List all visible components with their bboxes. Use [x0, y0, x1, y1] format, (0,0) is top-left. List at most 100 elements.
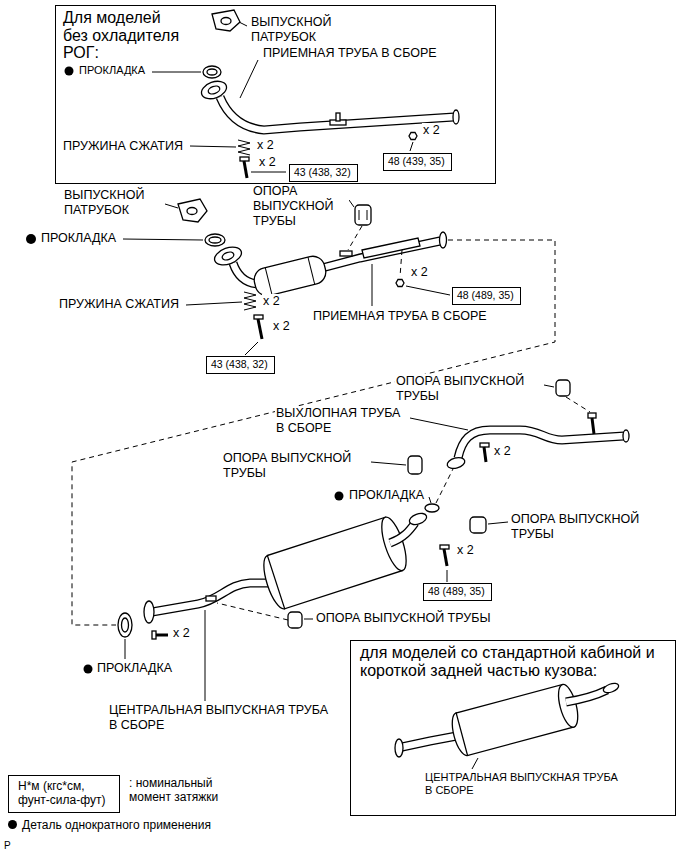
legend-entry: Деталь однократного применения: [8, 818, 211, 832]
part-label: ОПОРА ВЫПУСКНОЙ ТРУБЫ: [315, 611, 492, 626]
front-pipe: [355, 205, 371, 225]
center-pipe: [470, 517, 486, 533]
quantity-label: x 2: [172, 626, 191, 641]
alt-center-pipe: [402, 735, 462, 747]
legend-text: Деталь однократного применения: [22, 818, 211, 832]
alt-front-pipe: [240, 60, 258, 98]
alt-front-pipe: [336, 113, 340, 121]
front-pipe: [221, 251, 235, 262]
front-pipe: [367, 210, 368, 220]
part-label: ВЫПУСКНОЙ ПАТРУБОК: [63, 188, 165, 218]
frame-heading: для моделей со стандартной кабиной и кор…: [360, 644, 672, 679]
front-pipe: [440, 232, 447, 248]
front-pipe: [265, 268, 272, 295]
center-pipe: [152, 631, 156, 639]
torque-value: 48 (489, 35): [457, 289, 516, 302]
quantity-label: x 2: [262, 294, 281, 309]
front-pipe: [178, 199, 207, 222]
part-label: ПРОКЛАДКА: [96, 661, 173, 676]
tail-pipe: [544, 385, 554, 387]
center-pipe: [205, 610, 206, 701]
center-pipe: [371, 462, 406, 465]
tail-pipe: [458, 430, 624, 458]
part-label: ЦЕНТРАЛЬНАЯ ВЫПУСКНАЯ ТРУБА В СБОРЕ: [424, 771, 626, 797]
alt-center-pipe: [472, 758, 478, 769]
tail-pipe: [623, 430, 629, 442]
part-label: ВЫХЛОПНАЯ ТРУБА В СБОРЕ: [275, 406, 408, 436]
front-pipe: [252, 254, 329, 299]
center-pipe: [84, 665, 93, 674]
tail-pipe: [592, 418, 594, 434]
alt-front-pipe: [238, 140, 250, 155]
front-pipe: [362, 238, 420, 258]
alt-front-pipe: [65, 67, 74, 76]
alt-center-pipe: [402, 735, 462, 747]
part-label: ПРИЕМНАЯ ТРУБА В СБОРЕ: [312, 309, 488, 324]
front-pipe: [372, 264, 373, 306]
center-pipe: [488, 522, 508, 524]
center-pipe: [156, 634, 168, 637]
alt-center-pipe: [456, 685, 574, 756]
center-pipe: [259, 514, 411, 611]
quantity-label: x 2: [422, 123, 441, 138]
alt-front-pipe: [239, 22, 247, 26]
front-pipe: [245, 342, 258, 355]
front-pipe: [359, 210, 360, 220]
torque-value: 48 (489, 35): [428, 585, 487, 598]
front-pipe: [212, 244, 244, 269]
alt-front-pipe: [409, 133, 417, 140]
front-pipe: [123, 239, 203, 240]
part-label: ПРОКЛАДКА: [40, 231, 117, 246]
front-pipe: [205, 234, 225, 246]
alt-front-pipe: [190, 146, 236, 147]
tail-pipe: [410, 418, 468, 430]
legend-key: Н*м (кгс*см, фунт-сила-фут): [18, 779, 108, 808]
front-pipe: [187, 208, 197, 215]
alt-front-pipe: [199, 78, 229, 102]
center-pipe: [288, 612, 302, 628]
tail-pipe: [588, 413, 596, 418]
front-pipe: [258, 319, 262, 339]
front-pipe: [348, 226, 362, 250]
center-pipe: [436, 469, 453, 503]
torque-value: 43 (438, 32): [211, 358, 270, 371]
center-pipe: [444, 549, 447, 566]
quantity-label: x 2: [272, 319, 291, 334]
center-pipe: [390, 523, 415, 543]
center-pipe: [440, 545, 449, 549]
front-pipe: [400, 250, 402, 277]
part-label: ПРОКЛАДКА: [78, 64, 146, 77]
part-label: ПРОКЛАДКА: [348, 488, 425, 503]
quantity-label: x 2: [456, 543, 475, 558]
alt-front-pipe: [244, 161, 247, 178]
alt-center-pipe: [395, 682, 620, 769]
alt-center-pipe: [602, 682, 620, 695]
alt-front-pipe: [152, 72, 201, 73]
quantity-label: x 2: [410, 265, 429, 280]
front-pipe: [26, 234, 36, 244]
alt-front-pipe: [212, 10, 240, 31]
alt-front-pipe: [240, 157, 249, 161]
part-label: ПРУЖИНА СЖАТИЯ: [62, 139, 184, 154]
center-pipe: [429, 497, 431, 503]
center-pipe: [390, 523, 415, 543]
tail-pipe: [556, 380, 570, 396]
frame-heading: Для моделей без охладителя РОГ:: [63, 9, 188, 62]
legend-note: : номинальный момент затяжки: [128, 776, 242, 805]
alt-front-pipe: [410, 142, 413, 151]
alt-front-pipe: [207, 85, 221, 96]
torque-box: 48 (439, 35): [383, 153, 452, 171]
front-pipe: [396, 280, 404, 287]
center-pipe: [408, 456, 422, 474]
part-label: ПРУЖИНА СЖАТИЯ: [58, 297, 180, 312]
torque-box: 43 (438, 32): [289, 164, 358, 182]
center-pipe: [335, 492, 344, 501]
torque-value: 43 (438, 32): [294, 166, 353, 179]
part-label: ОПОРА ВЫПУСКНОЙ ТРУБЫ: [252, 184, 349, 229]
part-label: ОПОРА ВЫПУСКНОЙ ТРУБЫ: [395, 374, 542, 404]
center-pipe: [144, 601, 154, 623]
front-pipe: [406, 286, 450, 295]
part-label: ЦЕНТРАЛЬНАЯ ВЫПУСКНАЯ ТРУБА В СБОРЕ: [108, 703, 339, 733]
tail-pipe: [484, 447, 486, 462]
